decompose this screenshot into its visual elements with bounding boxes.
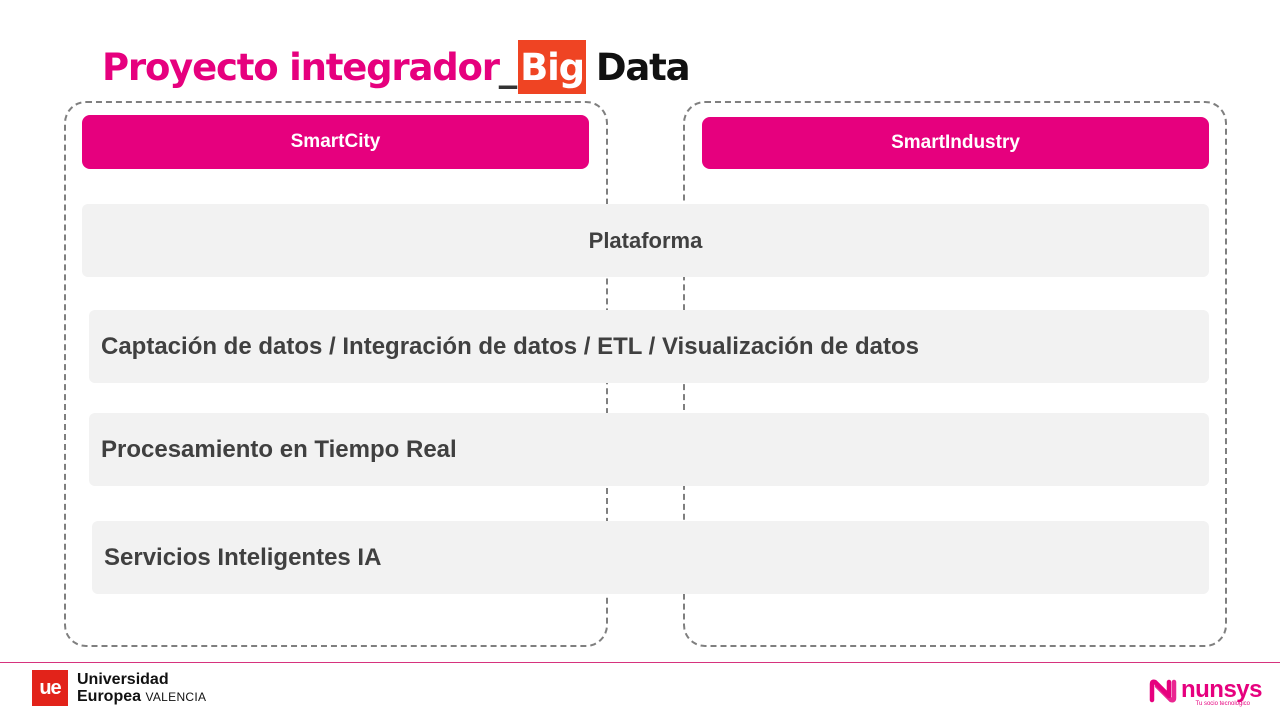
nunsys-logo: nunsys Tu socio tecnológico xyxy=(1149,676,1263,707)
servicios-bar: Servicios Inteligentes IA xyxy=(92,521,1209,594)
universidad-europea-wordmark: Universidad Europea VALENCIA xyxy=(77,671,206,706)
procesamiento-label: Procesamiento en Tiempo Real xyxy=(101,435,457,463)
captacion-label: Captación de datos / Integración de dato… xyxy=(101,332,919,360)
captacion-bar: Captación de datos / Integración de dato… xyxy=(89,310,1209,383)
footer-divider xyxy=(0,662,1280,663)
smartindustry-header-label: SmartIndustry xyxy=(891,132,1020,153)
title-underscore: _ xyxy=(498,45,518,89)
nunsys-word: nunsys xyxy=(1180,676,1263,703)
smartcity-header-label: SmartCity xyxy=(290,131,381,152)
ue-line2: Europea VALENCIA xyxy=(77,688,206,706)
plataforma-bar: Plataforma xyxy=(82,204,1209,277)
smartindustry-header: SmartIndustry xyxy=(702,117,1209,169)
universidad-europea-logo: ue xyxy=(32,670,68,706)
nunsys-mark-icon xyxy=(1149,679,1177,703)
title-part1: Proyecto integrador xyxy=(102,45,500,89)
ue-line2-name: Europea xyxy=(77,688,142,705)
procesamiento-bar: Procesamiento en Tiempo Real xyxy=(89,413,1209,486)
smartcity-header: SmartCity xyxy=(82,115,589,169)
servicios-label: Servicios Inteligentes IA xyxy=(104,543,382,571)
ue-logo-text: ue xyxy=(39,676,61,699)
ue-line1: Universidad xyxy=(77,671,169,688)
title-big-badge: Big xyxy=(518,40,586,94)
plataforma-label: Plataforma xyxy=(588,227,703,253)
slide-title: Proyecto integrador _ Big Data xyxy=(102,40,691,94)
title-data: Data xyxy=(595,45,691,89)
ue-city: VALENCIA xyxy=(145,690,207,704)
nunsys-tagline: Tu socio tecnológico xyxy=(1195,701,1250,707)
